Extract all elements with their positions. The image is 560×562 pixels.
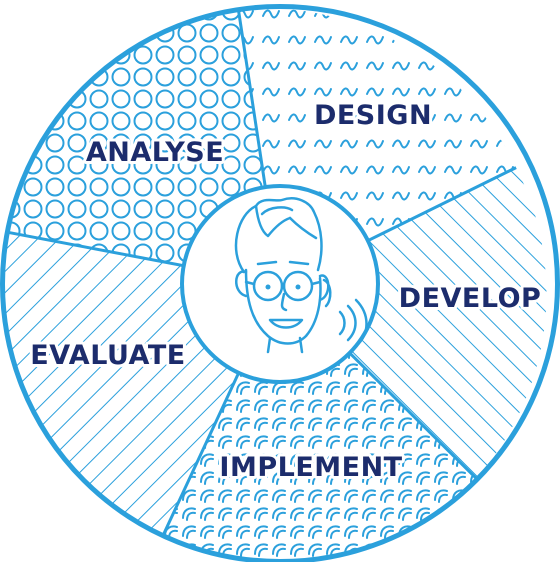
segment-develop xyxy=(280,167,547,479)
label-design: DESIGN xyxy=(314,100,432,131)
person-with-glasses-and-hearing-aid-icon xyxy=(234,197,368,354)
label-implement: IMPLEMENT xyxy=(219,452,402,483)
label-evaluate: EVALUATE xyxy=(30,340,185,371)
label-develop: DEVELOP xyxy=(399,283,542,314)
label-analyse: ANALYSE xyxy=(86,137,224,168)
center-disc xyxy=(180,184,380,384)
segment-implement xyxy=(162,284,477,562)
